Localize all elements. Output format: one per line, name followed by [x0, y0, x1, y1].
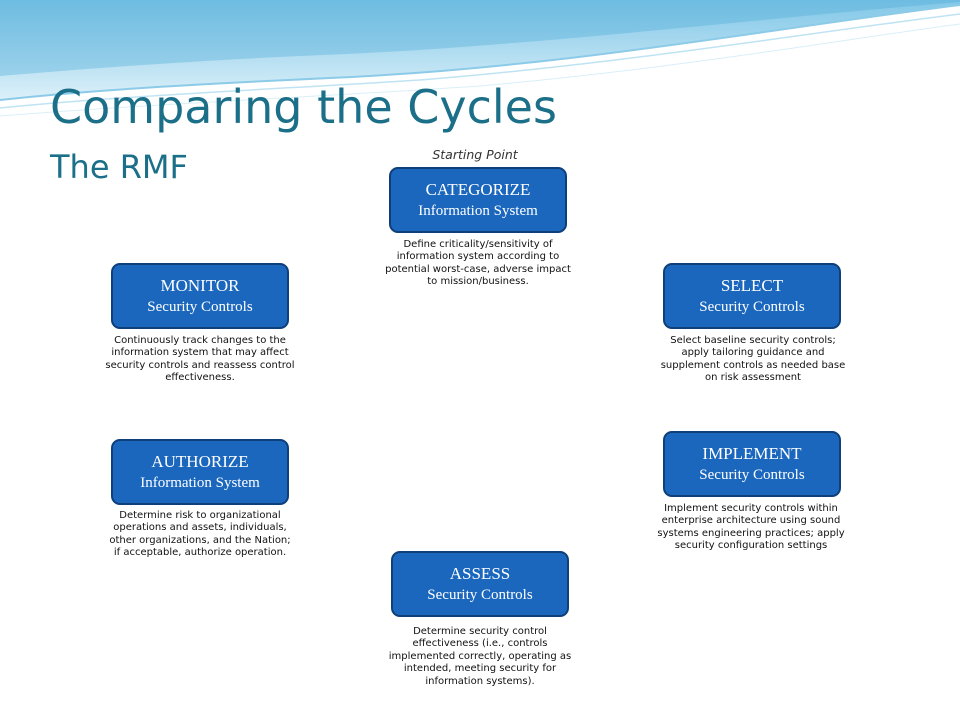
categorize-title: CATEGORIZE — [425, 180, 531, 199]
monitor-box: MONITOR Security Controls — [111, 263, 289, 329]
authorize-description: Determine risk to organizational operati… — [109, 510, 291, 559]
implement-box: IMPLEMENT Security Controls — [663, 431, 841, 497]
slide-subtitle: The RMF — [50, 148, 188, 186]
select-title: SELECT — [720, 276, 784, 295]
monitor-subtitle: Security Controls — [147, 299, 253, 315]
monitor-title: MONITOR — [160, 276, 240, 295]
slide-title: Comparing the Cycles — [50, 80, 557, 134]
authorize-box: AUTHORIZE Information System — [111, 439, 289, 505]
implement-description: Implement security controls within enter… — [657, 503, 845, 552]
select-subtitle: Security Controls — [699, 299, 805, 315]
assess-title: ASSESS — [449, 564, 511, 583]
starting-point-label: Starting Point — [432, 147, 518, 162]
assess-box: ASSESS Security Controls — [391, 551, 569, 617]
implement-subtitle: Security Controls — [699, 467, 805, 483]
monitor-description: Continuously track changes to the inform… — [105, 335, 295, 384]
assess-subtitle: Security Controls — [427, 587, 533, 603]
implement-title: IMPLEMENT — [702, 444, 802, 463]
categorize-description: Define criticality/sensitivity of inform… — [385, 239, 571, 288]
authorize-subtitle: Information System — [140, 475, 260, 491]
select-box: SELECT Security Controls — [663, 263, 841, 329]
categorize-subtitle: Information System — [418, 203, 538, 219]
header-wave-decoration — [0, 0, 960, 117]
assess-description: Determine security control effectiveness… — [388, 626, 572, 687]
select-description: Select baseline security controls; apply… — [660, 335, 846, 384]
authorize-title: AUTHORIZE — [151, 452, 249, 471]
categorize-box: CATEGORIZE Information System — [389, 167, 567, 233]
